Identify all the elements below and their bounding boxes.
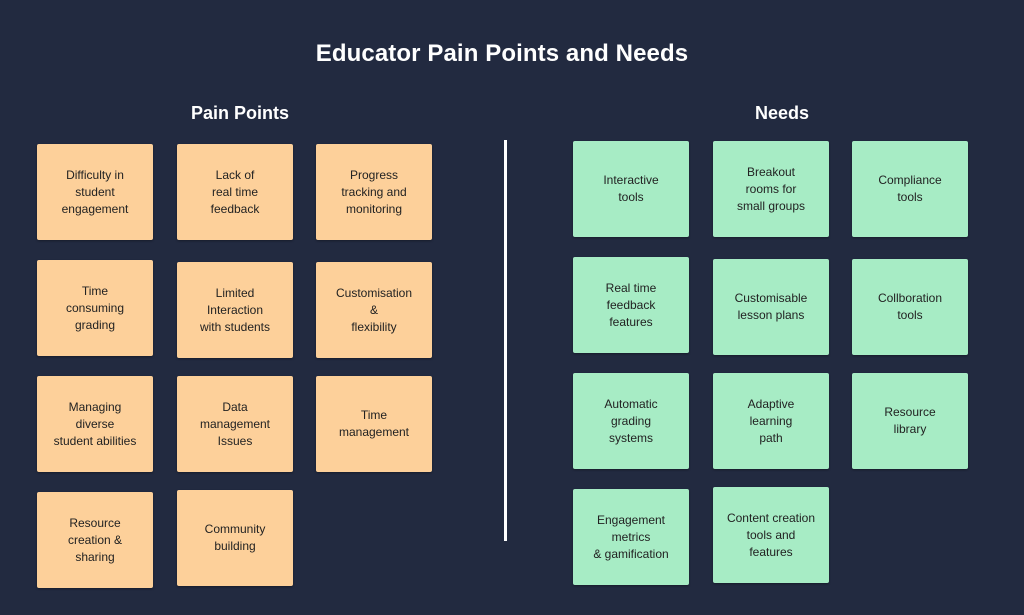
pain-point-note[interactable]: Data management Issues — [177, 376, 293, 472]
pain-point-note[interactable]: Time consuming grading — [37, 260, 153, 356]
pain-point-note[interactable]: Lack of real time feedback — [177, 144, 293, 240]
pain-point-note[interactable]: Progress tracking and monitoring — [316, 144, 432, 240]
need-note[interactable]: Breakout rooms for small groups — [713, 141, 829, 237]
pain-point-note[interactable]: Community building — [177, 490, 293, 586]
need-note[interactable]: Compliance tools — [852, 141, 968, 237]
need-note[interactable]: Customisable lesson plans — [713, 259, 829, 355]
pain-points-heading: Pain Points — [190, 103, 289, 123]
pain-point-note[interactable]: Difficulty in student engagement — [37, 144, 153, 240]
need-note[interactable]: Collboration tools — [852, 259, 968, 355]
column-divider — [504, 140, 507, 541]
pain-point-note[interactable]: Managing diverse student abilities — [37, 376, 153, 472]
pain-point-note[interactable]: Limited Interaction with students — [177, 262, 293, 358]
need-note[interactable]: Interactive tools — [573, 141, 689, 237]
need-note[interactable]: Content creation tools and features — [713, 487, 829, 583]
pain-point-note[interactable]: Time management — [316, 376, 432, 472]
page-title: Educator Pain Points and Needs — [315, 40, 689, 67]
need-note[interactable]: Adaptive learning path — [713, 373, 829, 469]
pain-point-note[interactable]: Customisation & flexibility — [316, 262, 432, 358]
need-note[interactable]: Automatic grading systems — [573, 373, 689, 469]
need-note[interactable]: Real time feedback features — [573, 257, 689, 353]
pain-point-note[interactable]: Resource creation & sharing — [37, 492, 153, 588]
need-note[interactable]: Engagement metrics & gamification — [573, 489, 689, 585]
needs-heading: Needs — [754, 103, 810, 123]
need-note[interactable]: Resource library — [852, 373, 968, 469]
